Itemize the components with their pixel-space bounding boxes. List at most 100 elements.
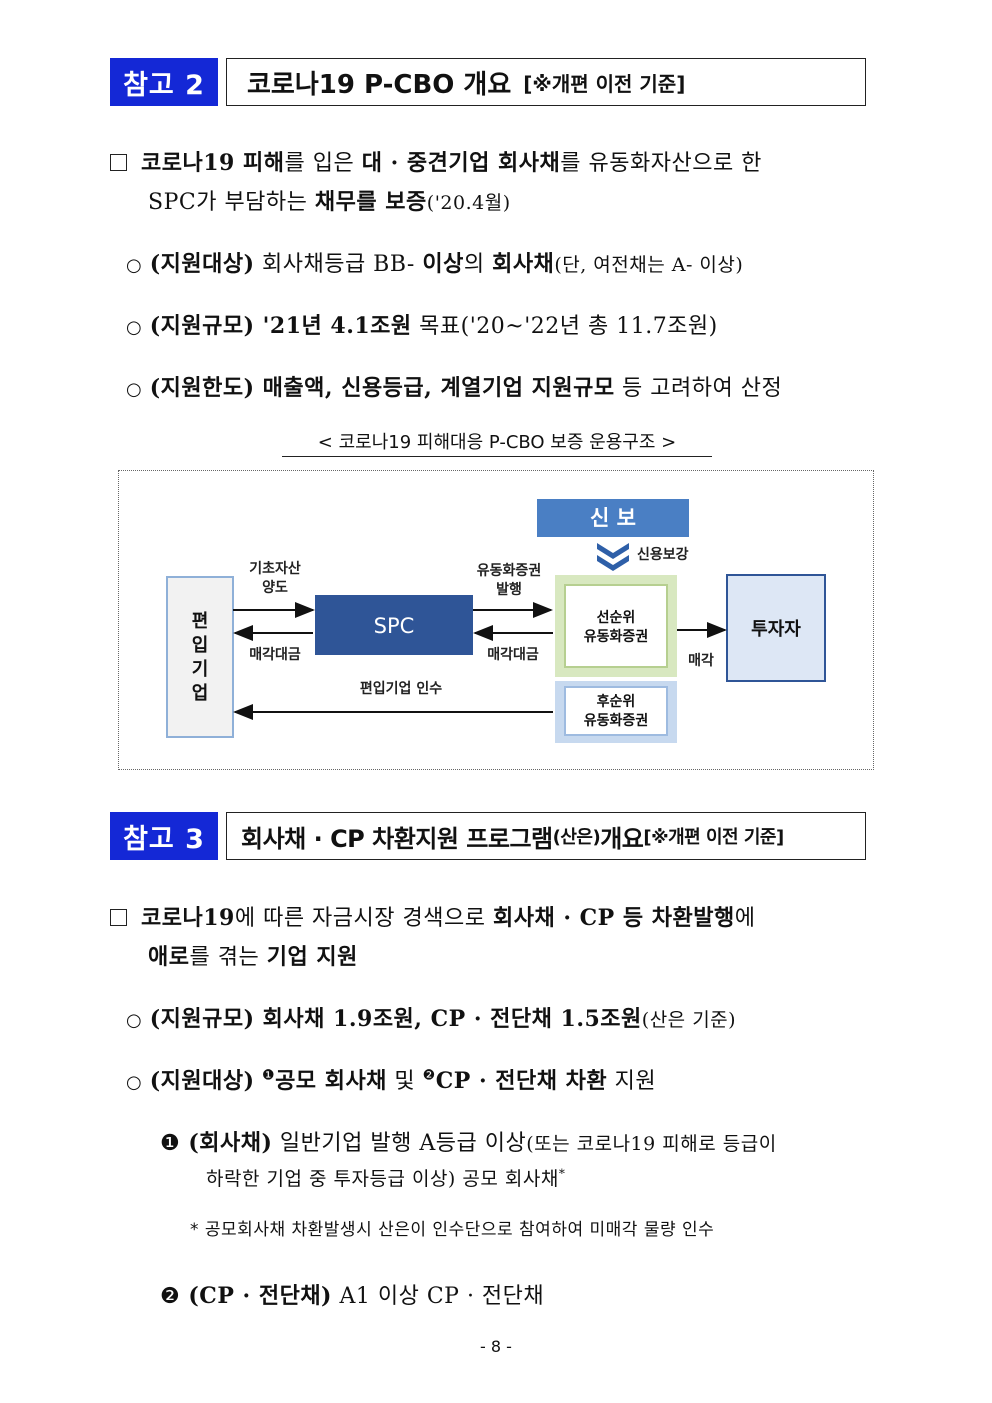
section2-title: 코로나19 P-CBO 개요 [※개편 이전 기준] (226, 58, 866, 106)
section3-item-target: ○ (지원대상) ❶공모 회사채 및 ❷CP · 전단채 차환 지원 (126, 1063, 656, 1095)
sub-text: 하락한 기업 중 투자등급 이상) 공모 회사채 (206, 1168, 559, 1190)
number-one-icon: ❶ (160, 1131, 181, 1156)
sell-label: 매각 (688, 652, 714, 669)
section3-label: 참고 3 (110, 812, 218, 860)
item-lead: (지원대상) (149, 1068, 255, 1094)
item-lead: (지원규모) (149, 313, 255, 339)
section3-note: * 공모회사채 차환발생시 산은이 인수단으로 참여하여 미매각 물량 인수 (190, 1220, 715, 1240)
circle-bullet-icon: ○ (126, 379, 143, 400)
bullet-text: 에 (734, 906, 756, 931)
section2-bullet-line2: SPC가 부담하는 채무를 보증('20.4월) (148, 184, 511, 216)
item-text: 지원 (607, 1069, 657, 1094)
sale-price-left-label: 매각대금 (249, 646, 301, 663)
section3-bullet-line2: 애로를 겪는 기업 지원 (148, 939, 358, 971)
item-text: 및 (386, 1069, 423, 1094)
section2-title-text: 코로나19 P-CBO 개요 (247, 69, 512, 100)
subordinate-label: 유동화증권 (584, 713, 648, 729)
item-bold: '21년 4.1조원 (254, 313, 412, 339)
section2-label: 참고 2 (110, 58, 218, 106)
circle-bullet-icon: ○ (126, 317, 143, 338)
company-box (166, 576, 234, 738)
company-char: 기 (192, 659, 209, 680)
chevron-down-icon (597, 543, 629, 571)
item-bold: 매출액, 신용등급, 계열기업 지원규모 (254, 375, 615, 401)
spc-box (315, 595, 473, 655)
item-text: 의 (463, 252, 493, 277)
section3-sub2: ❷ (CP · 전단채) A1 이상 CP · 전단채 (160, 1278, 544, 1310)
circle-bullet-icon: ○ (126, 1072, 143, 1093)
section2-item-target: ○ (지원대상) 회사채등급 BB- 이상의 회사채(단, 여전채는 A- 이상… (126, 246, 743, 278)
bullet-text: 를 겪는 (189, 945, 267, 970)
section3-item-scale: ○ (지원규모) 회사채 1.9조원, CP · 전단채 1.5조원(산은 기준… (126, 1001, 736, 1033)
section3-title-rest: 개요 (600, 824, 644, 853)
sub-text: 일반기업 발행 A등급 이상 (272, 1131, 527, 1156)
item-bold: 회사채 1.9조원, CP · 전단채 1.5조원 (254, 1006, 642, 1032)
circle-bullet-icon: ○ (126, 1010, 143, 1031)
number-two-icon: ❷ (160, 1284, 181, 1309)
sub-note: (또는 코로나19 피해로 등급이 (526, 1133, 777, 1155)
bullet-bold: 회사채 · CP 등 차환발행 (492, 905, 735, 931)
sub-text: A1 이상 CP · 전단채 (331, 1284, 545, 1309)
item-lead: (지원대상) (149, 251, 255, 277)
section3-title-text: 회사채 · CP 차환지원 프로그램 (241, 824, 553, 853)
sale-price-right-label: 매각대금 (487, 646, 539, 663)
item-bold: 회사채 (492, 251, 555, 277)
square-bullet-icon (110, 154, 127, 171)
pcbo-structure-diagram: 신 보 신용보강 편 입 기 업 SPC 기초자산 양도 매각대금 유동화증권 … (118, 470, 874, 770)
circle-bullet-icon: ○ (126, 255, 143, 276)
section2-title-note: [※개편 이전 기준] (523, 71, 686, 96)
item-text: 회사채등급 BB- (254, 252, 423, 277)
sub-lead: (CP · 전단채) (180, 1283, 332, 1309)
sinbo-label: 신 보 (590, 506, 636, 530)
item-bold: CP · 전단채 차환 (435, 1068, 608, 1094)
section2-bullet-line1: 코로나19 피해를 입은 대 · 중견기업 회사채를 유동화자산으로 한 (110, 145, 762, 177)
page-number: - 8 - (480, 1337, 512, 1356)
section3-title: 회사채 · CP 차환지원 프로그램(산은) 개요 [※개편 이전 기준] (226, 812, 866, 860)
footnote-mark: * (558, 1166, 566, 1181)
section3-title-note: [※개편 이전 기준] (643, 827, 784, 848)
bullet-text: 에 따른 자금시장 경색으로 (234, 906, 493, 931)
bullet-date: ('20.4월) (426, 192, 511, 214)
senior-label: 선순위 (597, 610, 636, 626)
credit-enhance-label: 신용보강 (637, 546, 689, 563)
bullet-text: SPC가 부담하는 (148, 190, 315, 215)
investor-label: 투자자 (751, 619, 801, 640)
bullet-text: 를 입은 (284, 151, 362, 176)
spc-label: SPC (374, 614, 415, 638)
company-char: 편 (192, 611, 209, 632)
number-one-icon: ❶ (262, 1067, 276, 1084)
sub-lead: (회사채) (180, 1130, 273, 1156)
bullet-bold: 채무를 보증 (314, 189, 427, 215)
issue-label: 발행 (496, 581, 522, 598)
item-lead: (지원한도) (149, 375, 255, 401)
sinbo-box (537, 499, 689, 537)
item-text: 목표('20~'22년 총 11.7조원) (411, 314, 718, 339)
item-bold: 이상 (422, 251, 464, 277)
diagram-svg: 신 보 신용보강 편 입 기 업 SPC 기초자산 양도 매각대금 유동화증권 … (166, 499, 826, 743)
subordinate-label: 후순위 (597, 694, 636, 710)
bullet-bold: 코로나19 피해 (141, 150, 285, 176)
item-note: (단, 여전채는 A- 이상) (554, 254, 744, 276)
section3-bullet-line1: 코로나19에 따른 자금시장 경색으로 회사채 · CP 등 차환발행에 (110, 900, 756, 932)
subordinate-box (564, 686, 668, 736)
investor-box (726, 574, 826, 682)
item-text: 등 고려하여 산정 (614, 376, 783, 401)
company-char: 입 (192, 634, 209, 656)
section2-item-limit: ○ (지원한도) 매출액, 신용등급, 계열기업 지원규모 등 고려하여 산정 (126, 370, 782, 402)
senior-box (564, 584, 668, 668)
number-two-icon: ❷ (422, 1067, 436, 1084)
bullet-text: 를 유동화자산으로 한 (560, 151, 762, 176)
bullet-bold: 기업 지원 (266, 944, 358, 970)
bullet-bold: 대 · 중견기업 회사채 (361, 150, 561, 176)
item-bold: 공모 회사채 (275, 1068, 387, 1094)
asset-transfer-label: 기초자산 (249, 560, 301, 577)
section2-item-scale: ○ (지원규모) '21년 4.1조원 목표('20~'22년 총 11.7조원… (126, 308, 718, 340)
section3-sub1-line2: 하락한 기업 중 투자등급 이상) 공모 회사채* (206, 1164, 565, 1191)
bullet-bold: 애로 (148, 944, 190, 970)
acquire-label: 편입기업 인수 (360, 680, 442, 697)
bullet-bold: 코로나19 (141, 905, 235, 931)
diagram-caption: < 코로나19 피해대응 P-CBO 보증 운용구조 > (282, 428, 712, 457)
issue-label: 유동화증권 (477, 563, 541, 579)
item-note: (산은 기준) (641, 1009, 737, 1031)
item-lead: (지원규모) (149, 1006, 255, 1032)
